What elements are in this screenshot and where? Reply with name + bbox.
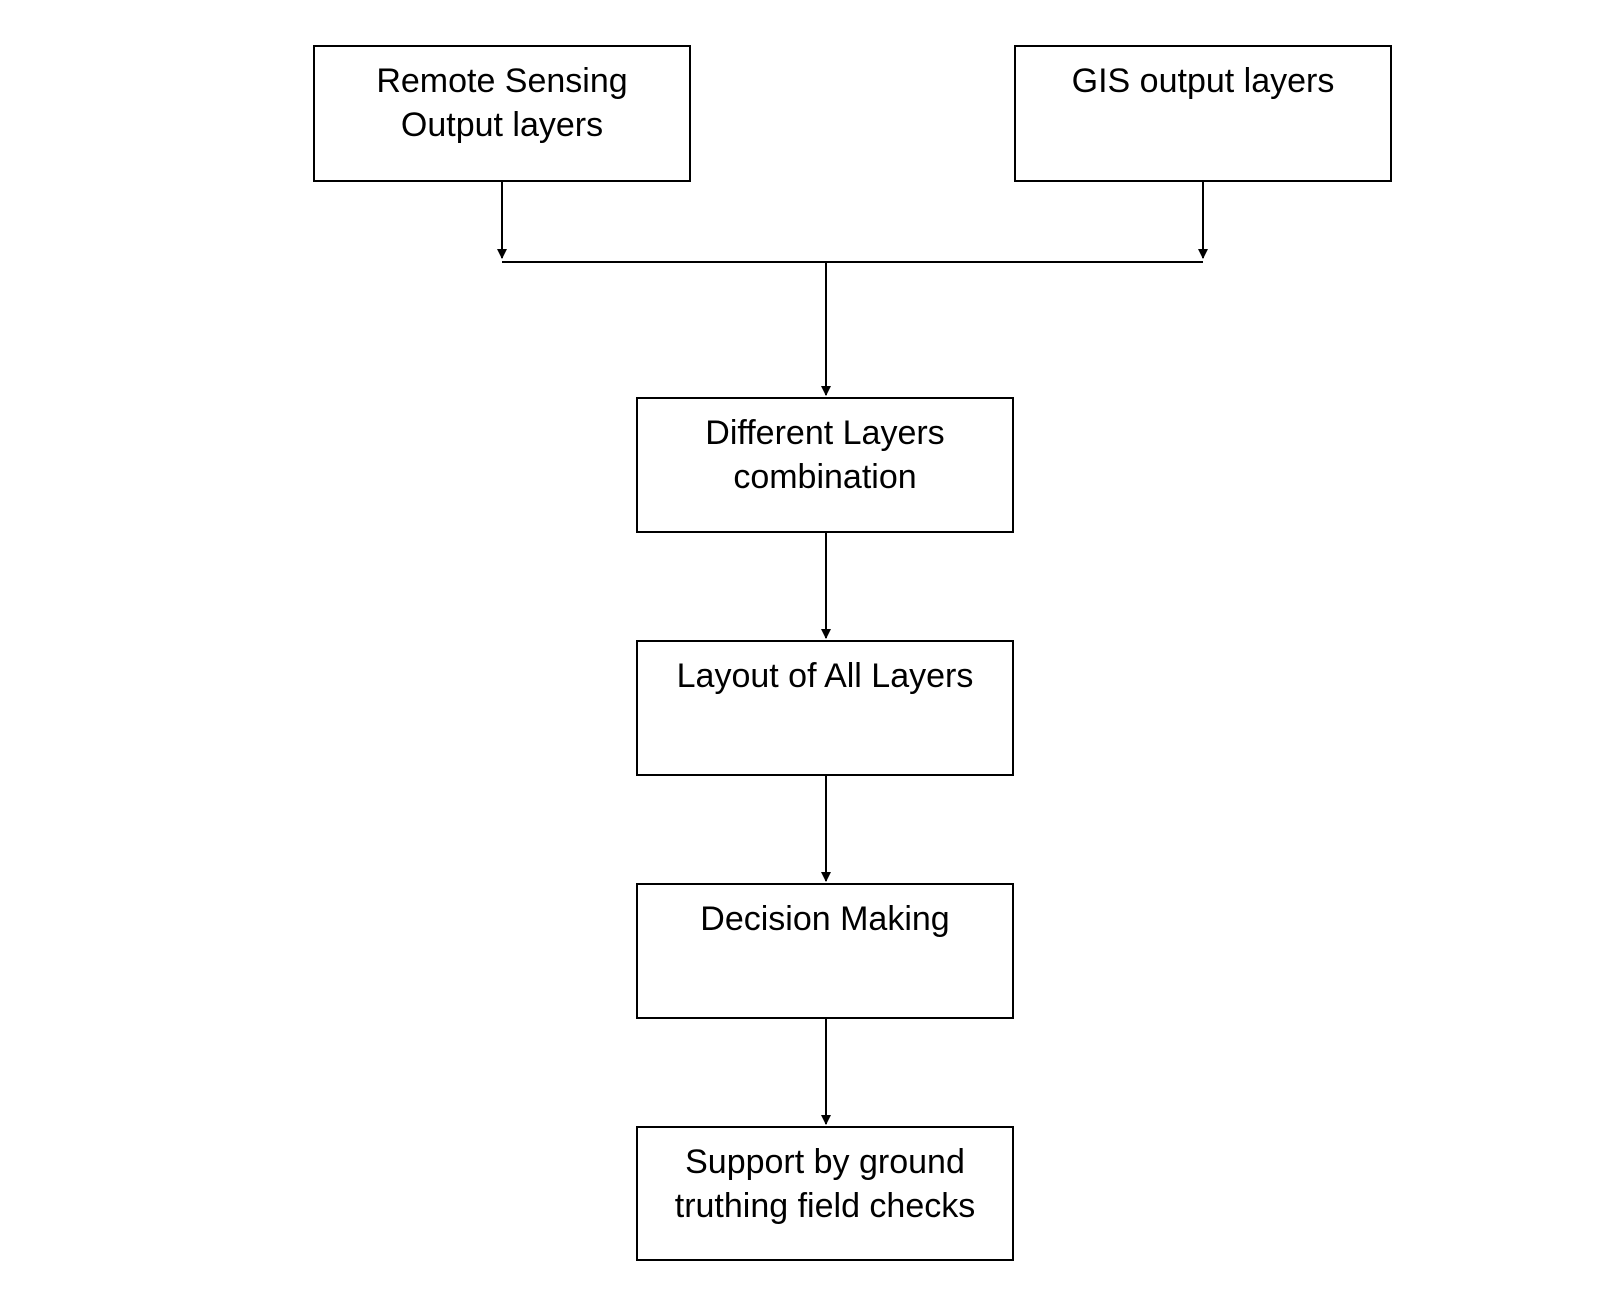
node-label-line: combination: [733, 458, 917, 496]
node-label-line: Support by ground: [685, 1143, 965, 1181]
node-label-line: GIS output layers: [1071, 62, 1335, 100]
node-label-line: Remote Sensing: [376, 62, 628, 100]
node-label-line: Output layers: [400, 106, 604, 144]
node-remote-sensing-output-layers: Remote Sensing Output layers: [313, 45, 691, 182]
node-label-line: Decision Making: [700, 900, 950, 938]
node-different-layers-combination: Different Layers combination: [636, 397, 1014, 533]
node-label-line: Different Layers: [705, 414, 945, 452]
node-layout-of-all-layers: Layout of All Layers: [636, 640, 1014, 776]
node-label-line: Layout of All Layers: [676, 657, 974, 695]
node-decision-making: Decision Making: [636, 883, 1014, 1019]
node-label-line: truthing field checks: [674, 1187, 976, 1225]
node-support-by-ground-truthing: Support by ground truthing field checks: [636, 1126, 1014, 1261]
node-gis-output-layers: GIS output layers: [1014, 45, 1392, 182]
